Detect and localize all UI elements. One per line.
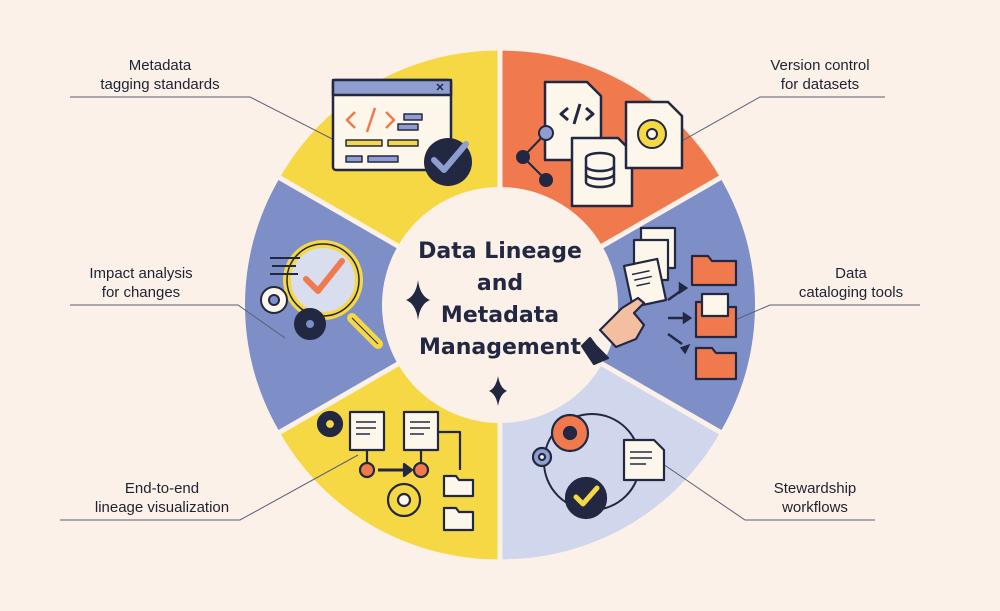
label-impact-analysis: Impact analysis for changes xyxy=(66,264,216,302)
pointing-hand-icon xyxy=(580,296,646,366)
label-line: Impact analysis xyxy=(89,265,193,282)
label-metadata-tagging: Metadata tagging standards xyxy=(80,56,240,94)
title-line: Metadata xyxy=(440,303,560,328)
check-badge-icon xyxy=(424,138,472,186)
label-line: Data xyxy=(835,265,867,282)
label-line: Stewardship xyxy=(773,480,857,497)
stewardship-cycle-icon xyxy=(531,413,666,520)
center-disk xyxy=(382,187,618,423)
connector-lineage-visualization xyxy=(60,454,359,521)
label-line: Metadata xyxy=(128,57,192,74)
flow-documents-icon xyxy=(316,410,475,532)
gear-document-icon xyxy=(624,100,684,170)
label-line: lineage visualization xyxy=(94,499,230,516)
connector-impact-analysis xyxy=(70,304,286,339)
label-lineage-visualization: End-to-end lineage visualization xyxy=(74,479,250,517)
arrow-icons xyxy=(667,281,693,355)
gear-pair-icon xyxy=(260,286,326,340)
branch-nodes-icon xyxy=(516,125,554,187)
sparkle-icon xyxy=(406,280,430,320)
label-data-cataloging: Data cataloging tools xyxy=(776,264,926,302)
title-line: Data Lineage xyxy=(418,239,582,264)
label-line: for changes xyxy=(101,284,181,301)
database-document-icon xyxy=(570,136,634,208)
label-version-control: Version control for datasets xyxy=(740,56,900,94)
label-line: End-to-end xyxy=(124,480,200,497)
label-line: Version control xyxy=(770,57,870,74)
connector-version-control xyxy=(679,96,885,143)
label-stewardship: Stewardship workflows xyxy=(745,479,885,517)
title-line: and xyxy=(476,271,524,296)
label-line: workflows xyxy=(782,499,848,516)
segment-impact-analysis xyxy=(245,180,495,430)
label-line: cataloging tools xyxy=(798,284,904,301)
page-title: Data Lineage and Metadata Management xyxy=(390,236,610,364)
code-window-icon xyxy=(331,78,453,172)
title-line: Management xyxy=(419,335,581,360)
connector-lines xyxy=(60,96,920,521)
connector-stewardship xyxy=(659,461,875,521)
connector-metadata-tagging xyxy=(70,96,351,149)
sparkle-icon xyxy=(489,376,507,406)
label-line: for datasets xyxy=(780,76,860,93)
label-line: tagging standards xyxy=(100,76,220,93)
connector-data-cataloging xyxy=(734,304,920,321)
folder-icon xyxy=(690,254,738,381)
document-stack-icon xyxy=(622,226,677,309)
